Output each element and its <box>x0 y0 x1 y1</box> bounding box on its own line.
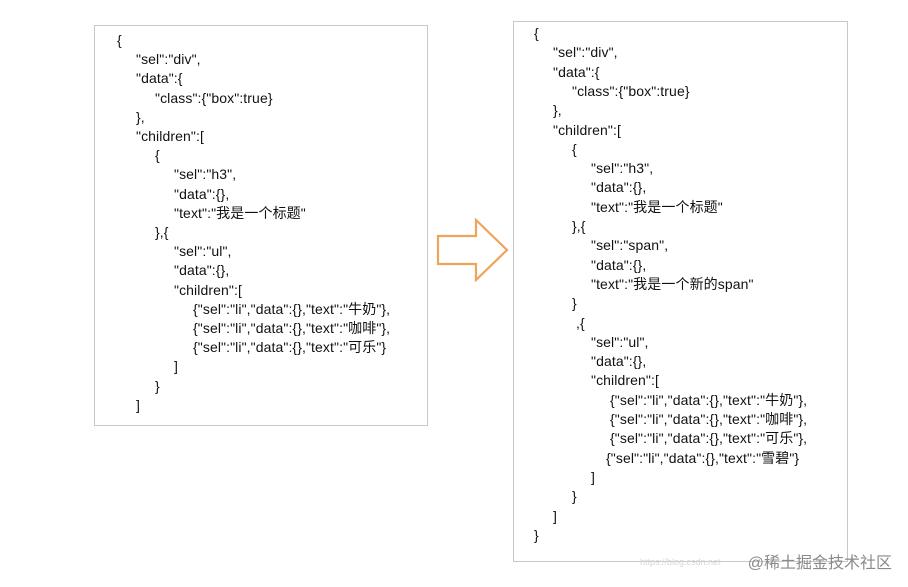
watermark: @稀土掘金技术社区 <box>747 555 892 572</box>
code-line: ,{ <box>576 314 585 331</box>
code-line: "children":[ <box>591 372 659 389</box>
code-line: } <box>155 377 160 394</box>
code-line: {"sel":"li","data":{},"text":"咖啡"}, <box>193 320 391 336</box>
code-line: "data":{}, <box>591 256 647 273</box>
code-line: "children":[ <box>174 281 242 298</box>
code-line: } <box>572 295 577 312</box>
code-line: "class":{"box":true} <box>572 82 690 99</box>
code-line: "sel":"ul", <box>174 243 232 260</box>
code-line: "data":{}, <box>174 262 230 279</box>
code-line: "children":[ <box>553 121 621 138</box>
code-line: { <box>534 25 539 41</box>
code-line: "text":"我是一个标题" <box>591 198 723 215</box>
code-line: "sel":"h3", <box>591 160 654 177</box>
code-line: ] <box>591 468 595 485</box>
code-line: ] <box>136 396 140 413</box>
code-line: "text":"我是一个标题" <box>174 204 306 221</box>
code-line: ] <box>174 358 178 375</box>
url-watermark: https://blog.csdn.net <box>640 557 721 567</box>
code-line: }, <box>136 108 145 125</box>
code-line: },{ <box>572 218 586 234</box>
code-line: "class":{"box":true} <box>155 89 273 106</box>
code-line: "data":{ <box>136 70 183 87</box>
right-arrow-icon <box>436 218 509 282</box>
code-line: { <box>117 32 122 48</box>
code-line: "data":{}, <box>591 179 647 196</box>
code-line: "data":{ <box>553 63 600 80</box>
code-line: "sel":"span", <box>591 237 669 254</box>
code-line: "children":[ <box>136 128 204 144</box>
right-code-panel: { "sel":"div", "data":{ "class":{"box":true… <box>513 21 848 562</box>
code-line: {"sel":"li","data":{},"text":"雪碧"} <box>606 449 800 466</box>
code-line: { <box>572 140 577 157</box>
code-line: }, <box>553 102 562 119</box>
left-code-panel: { "sel":"div", "data":{ "class":{"box":true… <box>94 25 428 426</box>
code-line: } <box>572 488 577 505</box>
code-line: {"sel":"li","data":{},"text":"咖啡"}, <box>610 411 808 427</box>
code-line: } <box>534 526 539 543</box>
code-line: "sel":"ul", <box>591 333 649 350</box>
code-line: {"sel":"li","data":{},"text":"可乐"}, <box>610 430 808 447</box>
code-line: "data":{}, <box>174 185 230 202</box>
code-line: ] <box>553 507 557 524</box>
code-line: {"sel":"li","data":{},"text":"牛奶"}, <box>610 391 808 408</box>
code-line: "data":{}, <box>591 353 647 370</box>
code-line: {"sel":"li","data":{},"text":"牛奶"}, <box>193 300 391 317</box>
code-line: {"sel":"li","data":{},"text":"可乐"} <box>193 339 387 356</box>
code-line: "text":"我是一个新的span" <box>591 275 754 292</box>
code-line: { <box>155 147 160 164</box>
code-line: "sel":"h3", <box>174 166 237 183</box>
code-line: "sel":"div", <box>136 51 201 68</box>
code-line: "sel":"div", <box>553 44 618 61</box>
code-line: },{ <box>155 224 169 240</box>
